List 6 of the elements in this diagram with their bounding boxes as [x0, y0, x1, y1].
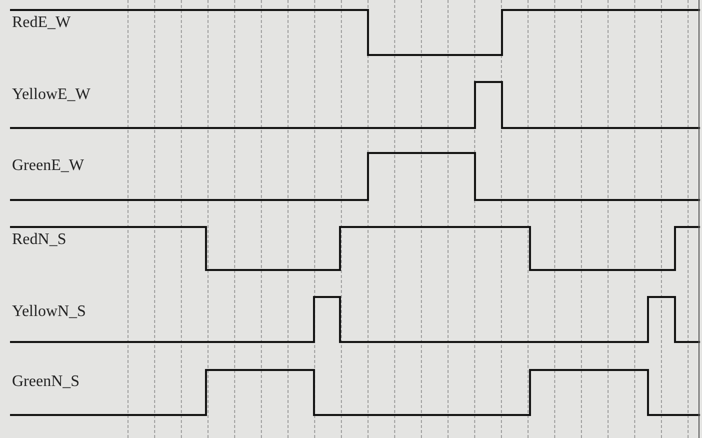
signal-name: GreenE_W	[10, 157, 86, 175]
signal-name: RedE_W	[10, 14, 73, 32]
signal-name: YellowE_W	[10, 86, 92, 104]
signal-name: GreenN_S	[10, 373, 82, 391]
signal-name: RedN_S	[10, 231, 68, 249]
signal-name: YellowN_S	[10, 303, 88, 321]
